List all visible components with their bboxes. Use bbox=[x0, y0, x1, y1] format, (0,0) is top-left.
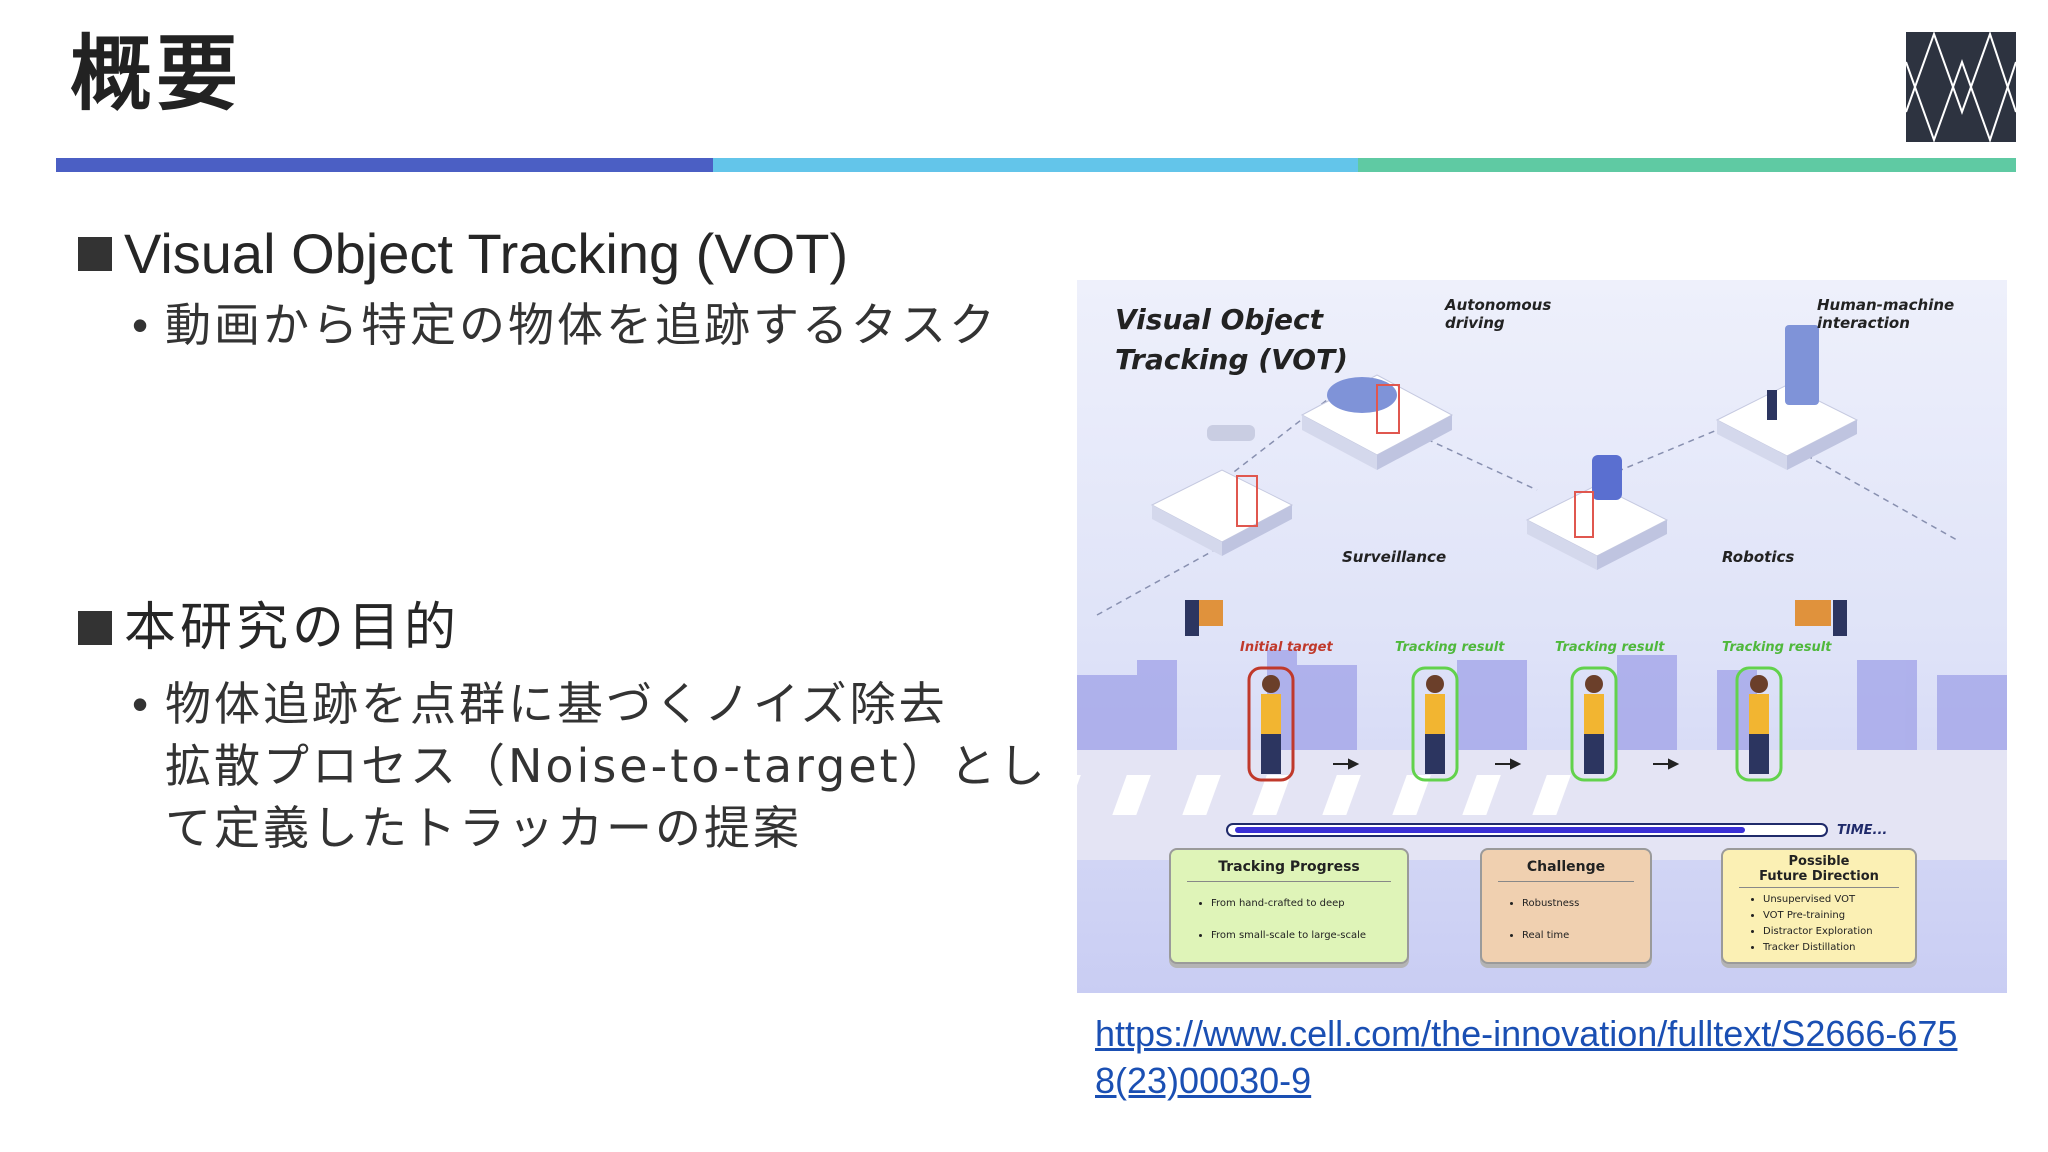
platform-hmi bbox=[1715, 325, 1859, 470]
logo-icon bbox=[1906, 32, 2016, 142]
platform-driving bbox=[1300, 374, 1454, 470]
bullet-text: 物体追跡を点群に基づくノイズ除去 拡散プロセス（Noise-to-target）… bbox=[165, 677, 1048, 855]
section-heading-purpose: 本研究の目的 bbox=[78, 602, 460, 654]
accent-band-cyan bbox=[713, 158, 1358, 172]
heading-text: Visual Object Tracking (VOT) bbox=[124, 222, 849, 285]
label-initial-target: Initial target bbox=[1240, 640, 1333, 655]
card-divider bbox=[1187, 881, 1391, 882]
bullet-item: • 動画から特定の物体を追跡するタスク bbox=[132, 294, 998, 356]
label-surveillance: Surveillance bbox=[1342, 548, 1447, 566]
card-challenge: Challenge Robustness Real time bbox=[1480, 848, 1652, 964]
card-item: Tracker Distillation bbox=[1763, 940, 1915, 956]
card-item: From small-scale to large-scale bbox=[1211, 920, 1407, 952]
card-item: Distractor Exploration bbox=[1763, 924, 1915, 940]
walker-result-1 bbox=[1411, 666, 1459, 782]
card-future-direction: Possible Future Direction Unsupervised V… bbox=[1721, 848, 1917, 964]
card-item: VOT Pre-training bbox=[1763, 908, 1915, 924]
section-heading-vot: Visual Object Tracking (VOT) bbox=[78, 226, 848, 282]
platform-surveillance bbox=[1150, 425, 1294, 556]
label-human-machine: Human-machine interaction bbox=[1817, 296, 1955, 332]
label-autonomous-driving: Autonomous driving bbox=[1445, 296, 1552, 332]
label-tracking-result: Tracking result bbox=[1395, 640, 1505, 655]
walker-initial bbox=[1247, 666, 1295, 782]
card-title: Possible Future Direction bbox=[1759, 854, 1879, 884]
figure-title: Visual Object Tracking (VOT) bbox=[1115, 303, 1348, 376]
label-time: TIME... bbox=[1837, 823, 1888, 838]
label-tracking-result: Tracking result bbox=[1722, 640, 1832, 655]
card-item: Robustness bbox=[1522, 888, 1650, 920]
bullet-text: 動画から特定の物体を追跡するタスク bbox=[165, 298, 998, 352]
source-link[interactable]: https://www.cell.com/the-innovation/full… bbox=[1095, 1013, 1958, 1101]
label-robotics: Robotics bbox=[1722, 548, 1795, 566]
card-title: Tracking Progress bbox=[1218, 859, 1360, 875]
card-item: From hand-crafted to deep bbox=[1211, 888, 1407, 920]
card-tracking-progress: Tracking Progress From hand-crafted to d… bbox=[1169, 848, 1409, 964]
card-divider bbox=[1498, 881, 1634, 882]
accent-band-blue bbox=[56, 158, 713, 172]
progress-arrows bbox=[1333, 758, 1680, 770]
walker-result-2 bbox=[1570, 666, 1618, 782]
slide-title: 概要 bbox=[70, 27, 243, 122]
card-divider bbox=[1739, 887, 1899, 888]
figure-illustration bbox=[1077, 325, 2007, 860]
square-bullet-icon bbox=[78, 237, 112, 271]
bullet-item: • 物体追跡を点群に基づくノイズ除去 拡散プロセス（Noise-to-targe… bbox=[132, 673, 1048, 859]
card-title: Challenge bbox=[1526, 859, 1606, 875]
square-bullet-icon bbox=[78, 611, 112, 645]
card-item: Real time bbox=[1522, 920, 1650, 952]
walker-result-3 bbox=[1735, 666, 1783, 782]
vot-figure: Visual Object Tracking (VOT) Autonomous … bbox=[1077, 280, 2007, 993]
traffic-lights bbox=[1185, 600, 1847, 636]
bullet-dot-icon: • bbox=[132, 678, 149, 730]
label-tracking-result: Tracking result bbox=[1555, 640, 1665, 655]
bullet-dot-icon: • bbox=[132, 299, 149, 351]
platform-robotics bbox=[1525, 455, 1669, 570]
card-item: Unsupervised VOT bbox=[1763, 892, 1915, 908]
accent-band-green bbox=[1358, 158, 2016, 172]
heading-text: 本研究の目的 bbox=[124, 598, 461, 658]
